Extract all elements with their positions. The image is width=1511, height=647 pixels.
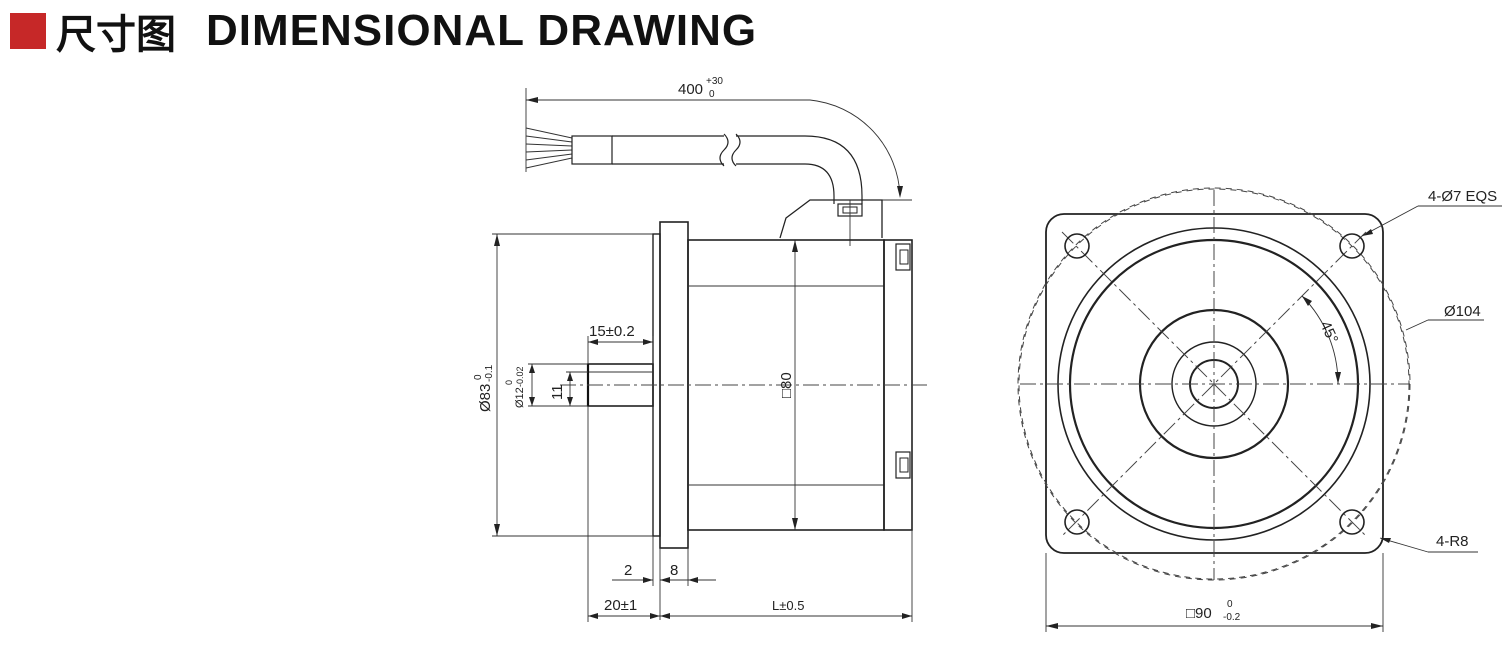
- flange-square-tol-upper: 0: [1227, 599, 1233, 610]
- bolt-circle-label: Ø104: [1444, 303, 1481, 320]
- cable-length-tol-upper: +30: [706, 76, 723, 87]
- flange-thickness-value: 8: [670, 562, 678, 579]
- shaft-flat-dimension: 11: [549, 371, 588, 407]
- header-accent-square: [10, 13, 46, 49]
- shaft-diameter-tol-lower: -0.02: [515, 366, 525, 387]
- body-length-value: L±0.5: [772, 598, 804, 613]
- flange-square-tol-lower: -0.2: [1223, 612, 1241, 623]
- shaft-length-dimension: 15±0.2: [587, 323, 654, 364]
- shaft-diameter-value: Ø12: [514, 387, 526, 408]
- flange-square-dimension: □90 0 -0.2: [1045, 553, 1384, 632]
- front-centerlines: [1020, 190, 1410, 580]
- pilot-diameter-tol-lower: -0.1: [484, 364, 495, 382]
- cable-sheath: [571, 133, 863, 204]
- body-square-value: □80: [778, 372, 795, 398]
- flange-dimensions: 2 8: [612, 536, 716, 620]
- cable-length-value: 400: [678, 81, 703, 98]
- shaft-flat-value: 11: [549, 384, 566, 400]
- shaft-diameter-dimension: Ø12 -0.02 0: [504, 363, 588, 408]
- side-view: 400 +30 0: [473, 76, 930, 622]
- shaft-diameter-tol-upper: 0: [504, 380, 514, 385]
- pilot-diameter-tol-upper: 0: [473, 374, 484, 380]
- pilot-diameter-value: Ø83: [477, 384, 494, 412]
- cable-length-dimension: 400 +30 0: [526, 76, 912, 201]
- shaft-length-value: 15±0.2: [589, 323, 635, 340]
- cable-wires: [525, 127, 573, 169]
- cable-connector: [779, 199, 883, 246]
- front-leaders: 4-Ø7 EQS Ø104 4-R8: [1361, 188, 1502, 553]
- title-chinese: 尺寸图: [56, 12, 176, 58]
- page-header: 尺寸图 DIMENSIONAL DRAWING: [10, 6, 758, 58]
- length-dimensions: 20±1 L±0.5: [587, 406, 913, 622]
- shaft-extension-value: 20±1: [604, 597, 637, 614]
- title-english: DIMENSIONAL DRAWING: [206, 6, 758, 55]
- corner-radius-label: 4-R8: [1436, 533, 1469, 550]
- flange-square-value: □90: [1186, 605, 1212, 622]
- cable-length-tol-lower: 0: [709, 89, 715, 100]
- pilot-diameter-dimension: Ø83 -0.1 0: [473, 233, 653, 537]
- angle-dimension: 45°: [1301, 295, 1341, 385]
- body-square-dimension: □80: [778, 240, 798, 530]
- mounting-holes: [1064, 233, 1365, 535]
- mounting-holes-label: 4-Ø7 EQS: [1428, 188, 1497, 205]
- hole-angle-value: 45°: [1316, 319, 1341, 347]
- flange-step-value: 2: [624, 562, 632, 579]
- front-view: 45° 4-Ø7 EQS Ø104 4-R8 □90 0 -0.2: [1017, 187, 1502, 632]
